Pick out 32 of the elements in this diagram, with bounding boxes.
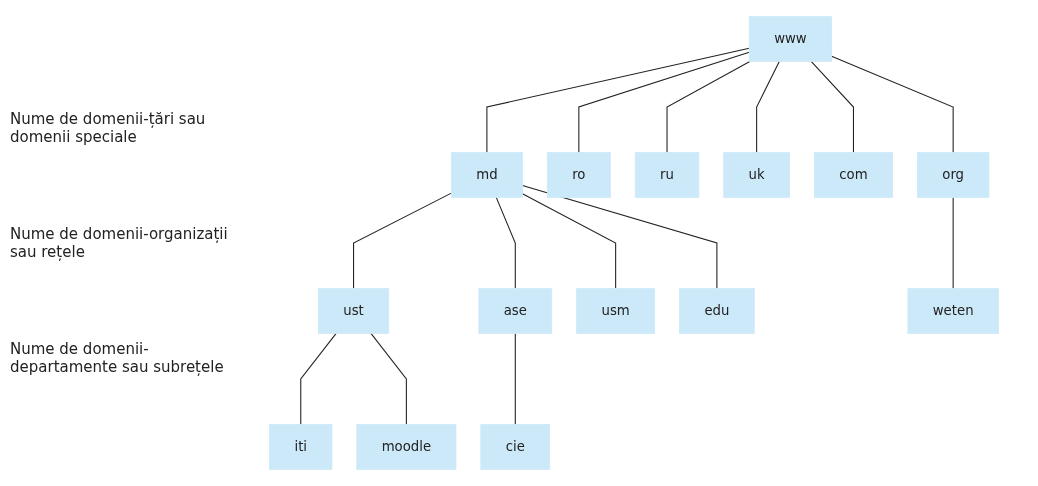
node-box: uk <box>723 152 790 198</box>
node-box: ust <box>318 288 390 334</box>
node-box: org <box>916 152 990 198</box>
node-box: ru <box>634 152 700 198</box>
connector <box>300 332 337 426</box>
level-note: Nume de domenii-organizații sau rețele <box>10 225 229 261</box>
node-box: usm <box>576 288 656 334</box>
connector <box>756 60 780 154</box>
node-box: edu <box>679 288 755 334</box>
connector <box>514 332 516 426</box>
connector <box>495 196 516 290</box>
connector <box>666 60 751 154</box>
connector <box>578 51 750 154</box>
node-box: com <box>814 152 893 198</box>
connector <box>810 60 854 154</box>
connector <box>521 185 718 290</box>
connector <box>952 196 954 290</box>
node-box: moodle <box>356 424 457 470</box>
node-box: weten <box>907 288 999 334</box>
node-box: ro <box>546 152 611 198</box>
connector <box>521 193 617 290</box>
connector <box>831 55 954 154</box>
level-note: Nume de domenii-departamente sau subrețele <box>10 340 225 377</box>
node-box: cie <box>480 424 551 470</box>
level-note: Nume de domenii-țări sau domenii speciale <box>10 109 207 146</box>
node-box: www <box>748 16 832 62</box>
node-box: ase <box>478 288 553 334</box>
node-box: md <box>450 152 523 198</box>
connector <box>486 47 750 154</box>
connector <box>353 192 452 290</box>
node-box: iti <box>269 424 333 470</box>
connector <box>370 332 407 426</box>
